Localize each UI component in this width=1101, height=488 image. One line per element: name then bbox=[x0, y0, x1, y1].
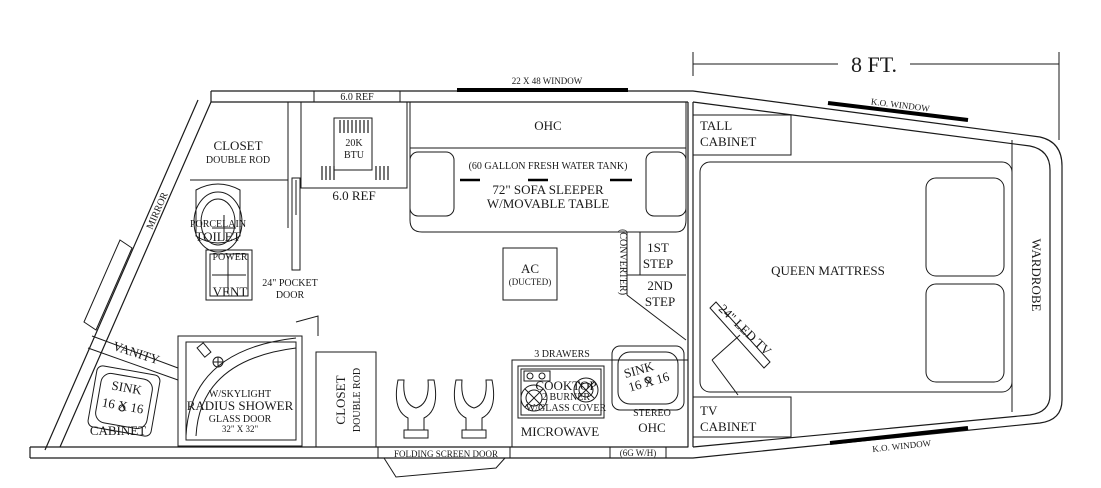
front-closet: CLOSET DOUBLE ROD bbox=[190, 102, 289, 228]
pocket-door-line1: 24" POCKET bbox=[262, 278, 317, 289]
step1-line2: STEP bbox=[643, 256, 673, 271]
bath-sink-line2: 16 X 16 bbox=[101, 395, 145, 417]
sofa-area: OHC (60 GALLON FRESH WATER TANK) 72" SOF… bbox=[409, 102, 687, 233]
cooktop-line1: COOKTOP bbox=[535, 378, 596, 393]
bath-cabinet-label: CABINET bbox=[90, 423, 146, 438]
entry-steps: 1ST STEP 2ND STEP bbox=[626, 232, 687, 341]
window-ko-bottom-label: K.O. WINDOW bbox=[872, 438, 932, 454]
refrigerator: 6.0 REF 6.0 REF bbox=[300, 90, 408, 203]
drawers-label: 3 DRAWERS bbox=[534, 349, 590, 360]
tv-cabinet-line2: CABINET bbox=[700, 419, 756, 434]
vanity-label: VANITY bbox=[111, 338, 162, 367]
galley-counter: 3 DRAWERS bbox=[511, 349, 689, 448]
mirror-label: MIRROR bbox=[145, 190, 171, 231]
furnace-line1: 20K bbox=[345, 138, 363, 149]
power-vent: POWER VENT bbox=[205, 249, 253, 301]
power-vent-line2: VENT bbox=[213, 284, 248, 299]
furnace-line2: BTU bbox=[344, 150, 365, 161]
wardrobe: WARDROBE bbox=[1011, 140, 1044, 412]
ohc-top-label: OHC bbox=[534, 118, 561, 133]
tall-cabinet-line1: TALL bbox=[700, 118, 732, 133]
window-top-label: 22 X 48 WINDOW bbox=[512, 76, 583, 86]
rear-closet-title: CLOSET bbox=[333, 375, 348, 424]
pocket-door: 24" POCKET DOOR bbox=[262, 177, 318, 301]
toilet-line2: TOILET bbox=[195, 229, 240, 244]
furnace: 20K BTU bbox=[321, 117, 389, 180]
shower-line3: GLASS DOOR bbox=[209, 414, 272, 425]
window-top: 22 X 48 WINDOW bbox=[457, 76, 628, 92]
sofa-line2: W/MOVABLE TABLE bbox=[487, 196, 609, 211]
rear-closet-sub: DOUBLE ROD bbox=[352, 368, 363, 432]
water-heater: (6G W/H) bbox=[609, 446, 667, 459]
dimension-8ft: 8 FT. bbox=[692, 52, 1060, 140]
wardrobe-label: WARDROBE bbox=[1029, 239, 1044, 312]
bath-sink: SINK 16 X 16 CABINET bbox=[87, 365, 161, 438]
mirror-shape bbox=[83, 239, 133, 331]
led-tv: 24" LED TV bbox=[709, 301, 775, 396]
led-tv-label: 24" LED TV bbox=[716, 301, 775, 359]
step1-line1: 1ST bbox=[647, 240, 669, 255]
ac-unit: AC (DUCTED) bbox=[502, 247, 558, 301]
cooktop: COOKTOP 2 BURNER W/GLASS COVER bbox=[517, 365, 607, 419]
converter: (CONVERTER) bbox=[617, 229, 628, 295]
cooktop-line2: 2 BURNER bbox=[542, 392, 590, 403]
rear-closet: CLOSET DOUBLE ROD bbox=[315, 351, 377, 448]
tv-cabinet: TV CABINET bbox=[692, 396, 792, 438]
front-closet-title: CLOSET bbox=[213, 138, 262, 153]
stereo-line1: STEREO bbox=[633, 408, 671, 419]
window-ko-top: K.O. WINDOW bbox=[827, 96, 969, 122]
screen-door-label: FOLDING SCREEN DOOR bbox=[394, 449, 498, 459]
power-vent-line1: POWER bbox=[213, 252, 248, 263]
step2-line2: STEP bbox=[645, 294, 675, 309]
bath-sink-line1: SINK bbox=[111, 378, 144, 398]
ac-line2: (DUCTED) bbox=[509, 277, 552, 287]
dimension-label: 8 FT. bbox=[851, 52, 897, 77]
pocket-door-line2: DOOR bbox=[276, 290, 305, 301]
water-tank-label: (60 GALLON FRESH WATER TANK) bbox=[469, 161, 628, 172]
cooktop-line3: W/GLASS COVER bbox=[526, 403, 607, 414]
ref-bottom-label: 6.0 REF bbox=[332, 188, 375, 203]
kitchen-sink: SINK 16 X 16 STEREO OHC bbox=[611, 345, 685, 435]
shower-line4: 32" X 32" bbox=[222, 424, 259, 434]
water-heater-label: (6G W/H) bbox=[620, 448, 657, 458]
step2-line1: 2ND bbox=[647, 278, 672, 293]
ref-top-label: 6.0 REF bbox=[340, 92, 374, 103]
front-closet-sub: DOUBLE ROD bbox=[206, 155, 270, 166]
queen-mattress: QUEEN MATTRESS bbox=[699, 161, 1013, 393]
toilet: PORCELAIN TOILET bbox=[190, 183, 246, 253]
entry-door: FOLDING SCREEN DOOR bbox=[377, 379, 511, 478]
stereo-line2: OHC bbox=[638, 420, 665, 435]
radius-shower: W/SKYLIGHT RADIUS SHOWER GLASS DOOR 32" … bbox=[177, 315, 319, 447]
mattress-label: QUEEN MATTRESS bbox=[771, 263, 885, 278]
toilet-line1: PORCELAIN bbox=[190, 219, 246, 230]
sofa-line1: 72" SOFA SLEEPER bbox=[492, 182, 604, 197]
converter-label: (CONVERTER) bbox=[617, 229, 628, 295]
tv-cabinet-line1: TV bbox=[700, 403, 718, 418]
ac-line1: AC bbox=[521, 261, 539, 276]
microwave-label: MICROWAVE bbox=[521, 424, 600, 439]
shower-line1: W/SKYLIGHT bbox=[209, 389, 271, 400]
tall-cabinet: TALL CABINET bbox=[692, 114, 792, 156]
tall-cabinet-line2: CABINET bbox=[700, 134, 756, 149]
shower-line2: RADIUS SHOWER bbox=[187, 398, 294, 413]
